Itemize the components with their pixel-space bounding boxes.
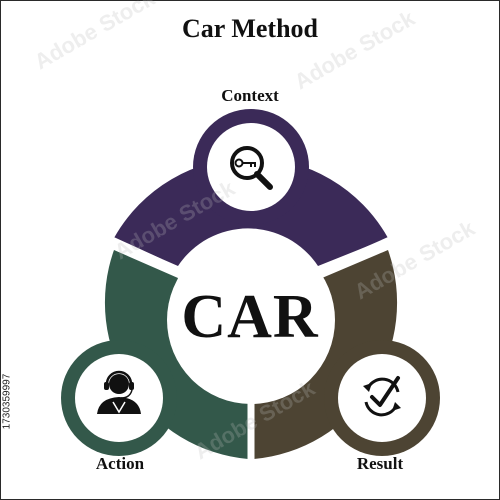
action-label: Action [95,454,145,473]
center-label: CAR [181,283,319,351]
separator-left [110,236,162,266]
separator-right [338,236,392,266]
context-label: Context [221,86,279,105]
result-label: Result [356,454,404,473]
check-cycle-icon [363,376,401,417]
result-icon-disc [338,354,426,442]
stock-id-text: 1730359997 [1,373,13,430]
support-person-icon [97,370,141,414]
key-magnifier-icon [230,146,273,190]
diagram-title: Car Method [181,14,318,43]
center-disc [167,236,335,404]
